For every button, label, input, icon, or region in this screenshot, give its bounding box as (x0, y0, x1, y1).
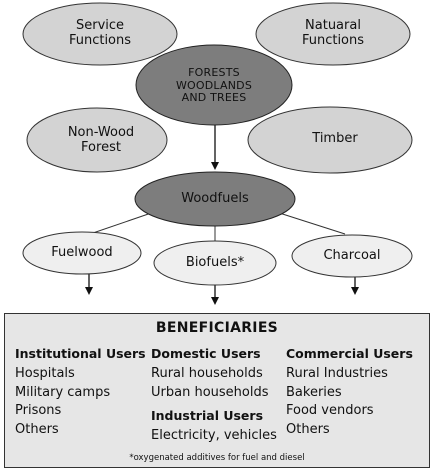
service-functions-label: Service Functions (30, 10, 170, 58)
industrial-users-column: Industrial Users Electricity, vehicles (151, 408, 277, 446)
list-item: Hospitals (15, 366, 75, 381)
forests-woodlands-label: FORESTS WOODLANDS AND TREES (144, 60, 284, 112)
nonwood-line1: Non-Wood (67, 125, 135, 141)
non-wood-forest-label: Non-Wood Forest (36, 118, 166, 164)
biofuels-label: Biofuels* (185, 254, 245, 270)
industrial-users-heading: Industrial Users (151, 408, 264, 423)
domestic-users-column: Domestic Users Rural households Urban ho… (151, 346, 268, 402)
service-line1: Service (75, 18, 125, 34)
list-item: Urban households (151, 384, 269, 400)
center-line3: AND TREES (181, 91, 247, 105)
biofuels-node (153, 240, 277, 286)
nonwood-line2: Forest (81, 140, 121, 155)
timber-node (247, 106, 413, 174)
beneficiaries-title: BENEFICIARIES (155, 320, 279, 336)
service-functions-node (22, 2, 178, 66)
beneficiaries-box: BENEFICIARIES Institutional Users Hospit… (4, 313, 430, 468)
institutional-users-column: Institutional Users Hospitals Military c… (15, 346, 146, 439)
list-item: Bakeries (286, 384, 342, 400)
list-item: Others (15, 421, 59, 437)
center-line2: WOODLANDS (175, 78, 253, 92)
service-line2: Functions (68, 33, 132, 48)
commercial-users-heading: Commercial Users (286, 346, 413, 361)
forests-woodlands-node (135, 44, 293, 126)
list-item: Others (286, 421, 330, 437)
diagram-shapes (22, 2, 413, 305)
forest-woodfuel-diagram: Service Functions Natuaral Functions FOR… (22, 2, 413, 305)
woodfuels-node (134, 171, 296, 227)
commercial-users-column: Commercial Users Rural Industries Bakeri… (286, 346, 413, 439)
institutional-users-heading: Institutional Users (15, 346, 146, 361)
domestic-users-heading: Domestic Users (151, 346, 261, 361)
natural-functions-node (255, 2, 411, 66)
woodfuels-label: Woodfuels (181, 190, 249, 206)
timber-label: Timber (312, 130, 358, 146)
natural-functions-label: Natuaral Functions (263, 10, 403, 58)
list-item: Rural Industries (286, 366, 388, 381)
fuelwood-label: Fuelwood (51, 244, 113, 260)
footnote: *oxygenated additives for fuel and diese… (129, 453, 305, 463)
list-item: Food vendors (286, 403, 374, 418)
non-wood-forest-node (26, 107, 168, 173)
list-item: Rural households (151, 366, 263, 381)
list-item: Electricity, vehicles (151, 428, 277, 443)
center-line1: FORESTS (188, 66, 240, 80)
natural-line1: Natuaral (305, 18, 361, 34)
list-item: Military camps (15, 384, 111, 400)
charcoal-label: Charcoal (323, 247, 381, 263)
natural-line2: Functions (301, 33, 365, 48)
fuelwood-node (22, 231, 142, 275)
charcoal-node (291, 234, 413, 278)
list-item: Prisons (15, 403, 62, 418)
